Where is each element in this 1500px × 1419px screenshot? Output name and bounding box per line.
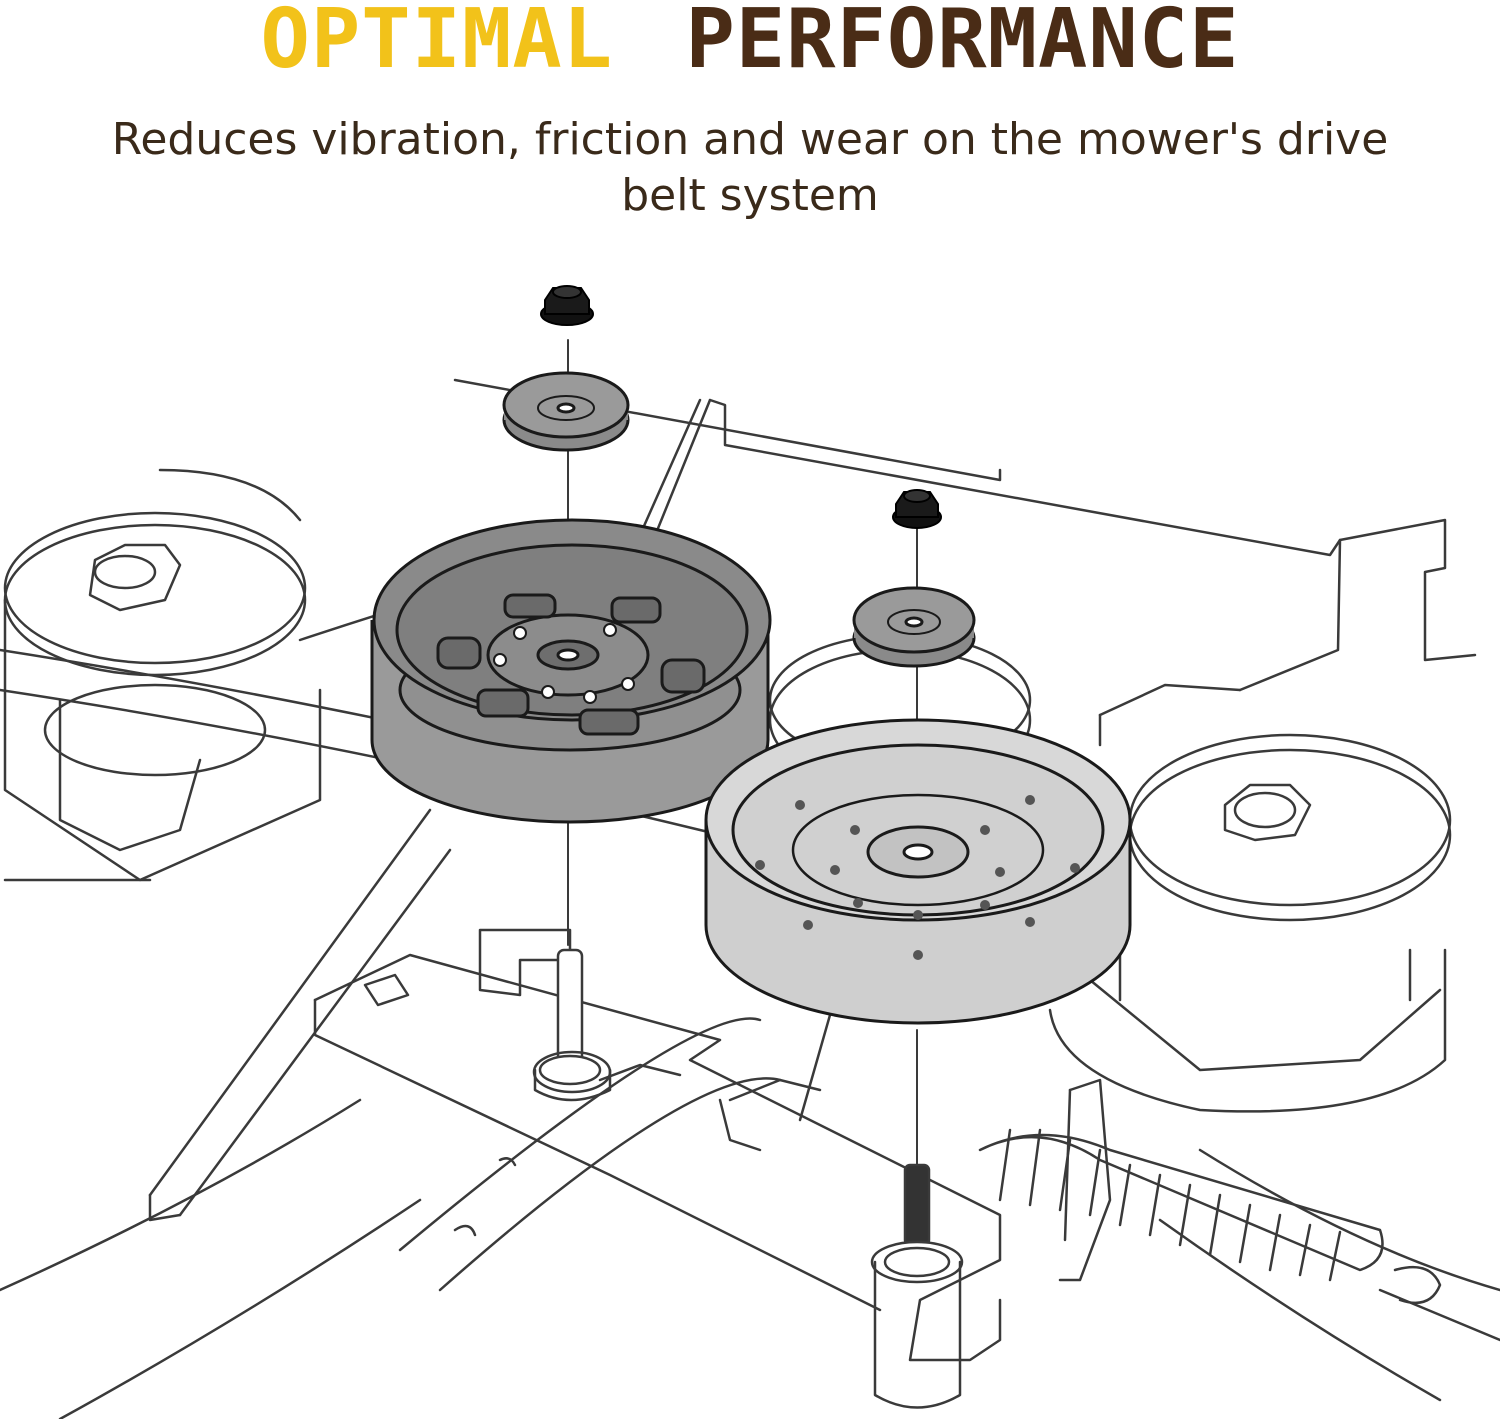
headline-word-performance: PERFORMANCE <box>685 0 1240 87</box>
right-shaft <box>870 1163 964 1409</box>
headline-word-optimal: OPTIMAL <box>260 0 614 87</box>
right-idler-pulley <box>704 718 1132 1025</box>
exploded-pulley-diagram <box>0 250 1500 1419</box>
tension-spring <box>978 1128 1500 1342</box>
mower-deck-frame <box>0 378 1500 1419</box>
left-nut <box>540 285 594 326</box>
left-washer <box>502 371 630 452</box>
headline: OPTIMAL PERFORMANCE <box>0 0 1500 92</box>
right-nut <box>892 489 942 529</box>
right-washer <box>852 586 976 668</box>
left-shaft <box>532 948 612 1102</box>
bracket-arm <box>313 928 1112 1362</box>
left-idler-pulley <box>370 518 772 824</box>
subtitle: Reduces vibration, friction and wear on … <box>111 114 1389 221</box>
left-spindle-pulley <box>3 511 322 882</box>
